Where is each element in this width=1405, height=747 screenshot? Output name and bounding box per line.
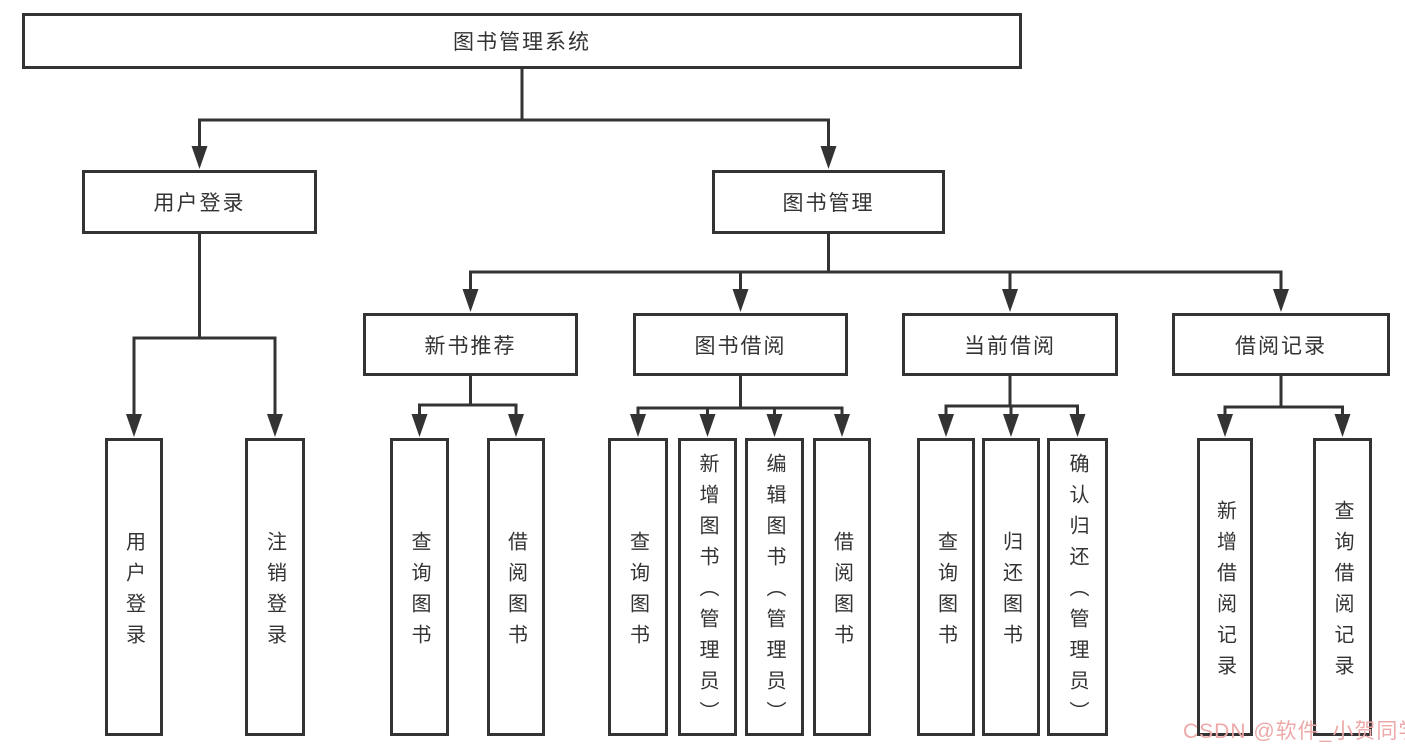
node-box-nbr-query-books: 查询图书 xyxy=(390,438,449,736)
node-box-bb-borrow-books: 借阅图书 xyxy=(813,438,871,736)
node-box-cb-confirm-return: 确认归还（管理员） xyxy=(1047,438,1108,736)
node-box-borrow-records: 借阅记录 xyxy=(1172,313,1390,376)
arrowhead-icon xyxy=(508,414,524,437)
node-box-logout: 注销登录 xyxy=(245,438,305,736)
node-box-root: 图书管理系统 xyxy=(22,13,1022,69)
node-label-user-login-group: 用户登录 xyxy=(153,192,246,215)
node-label-nbr-query-books: 查询图书 xyxy=(408,530,430,655)
node-label-borrow-records: 借阅记录 xyxy=(1235,334,1327,358)
arrowhead-icon xyxy=(191,146,208,169)
node-label-current-borrow: 当前借阅 xyxy=(964,334,1056,358)
arrowhead-icon xyxy=(834,414,850,437)
arrowhead-icon xyxy=(462,289,479,312)
node-label-cb-confirm-return: 确认归还（管理员） xyxy=(1066,453,1088,732)
node-box-current-borrow: 当前借阅 xyxy=(902,313,1118,376)
arrowhead-icon xyxy=(1069,414,1086,437)
arrowhead-icon xyxy=(699,414,716,437)
arrowhead-icon xyxy=(1273,289,1289,312)
node-box-br-add-record: 新增借阅记录 xyxy=(1197,438,1253,736)
node-box-bb-add-books: 新增图书（管理员） xyxy=(678,438,737,736)
arrowhead-icon xyxy=(766,414,783,437)
node-label-nbr-borrow-books: 借阅图书 xyxy=(504,530,527,655)
node-box-user-login: 用户登录 xyxy=(105,438,163,736)
arrowhead-icon xyxy=(732,289,749,312)
arrowhead-icon xyxy=(630,414,646,437)
node-box-book-mgmt: 图书管理 xyxy=(712,170,945,234)
node-box-user-login-group: 用户登录 xyxy=(82,170,317,234)
arrowhead-icon xyxy=(126,414,142,437)
node-label-bb-borrow-books: 借阅图书 xyxy=(830,530,853,655)
node-label-cb-query-books: 查询图书 xyxy=(934,530,957,655)
arrowhead-icon xyxy=(938,414,954,437)
node-box-bb-query-books: 查询图书 xyxy=(608,438,668,736)
node-box-nbr-borrow-books: 借阅图书 xyxy=(487,438,545,736)
node-box-cb-return-books: 归还图书 xyxy=(982,438,1040,736)
node-label-bb-query-books: 查询图书 xyxy=(626,530,649,655)
node-box-new-book-rec: 新书推荐 xyxy=(363,313,578,376)
arrowhead-icon xyxy=(820,146,837,169)
node-label-user-login: 用户登录 xyxy=(122,530,145,655)
node-label-book-borrow: 图书借阅 xyxy=(694,334,787,358)
arrowhead-icon xyxy=(267,414,283,437)
node-label-new-book-rec: 新书推荐 xyxy=(424,334,517,358)
node-box-cb-query-books: 查询图书 xyxy=(917,438,975,736)
node-box-book-borrow: 图书借阅 xyxy=(633,313,848,376)
node-label-root: 图书管理系统 xyxy=(453,31,591,54)
arrowhead-icon xyxy=(1217,414,1233,437)
arrowhead-icon xyxy=(1002,289,1018,312)
node-label-br-query-record: 查询借阅记录 xyxy=(1331,499,1353,686)
node-label-logout: 注销登录 xyxy=(263,530,286,655)
node-label-bb-edit-books: 编辑图书（管理员） xyxy=(763,453,785,732)
node-label-bb-add-books: 新增图书（管理员） xyxy=(696,453,718,732)
node-label-book-mgmt: 图书管理 xyxy=(782,192,875,215)
node-label-cb-return-books: 归还图书 xyxy=(999,530,1022,655)
watermark-text: CSDN @软件_小贺同学 xyxy=(1183,720,1405,743)
arrowhead-icon xyxy=(411,414,428,437)
node-box-bb-edit-books: 编辑图书（管理员） xyxy=(745,438,804,736)
node-label-br-add-record: 新增借阅记录 xyxy=(1213,499,1236,686)
arrowhead-icon xyxy=(1003,414,1019,437)
node-box-br-query-record: 查询借阅记录 xyxy=(1313,438,1372,736)
arrowhead-icon xyxy=(1334,414,1351,437)
